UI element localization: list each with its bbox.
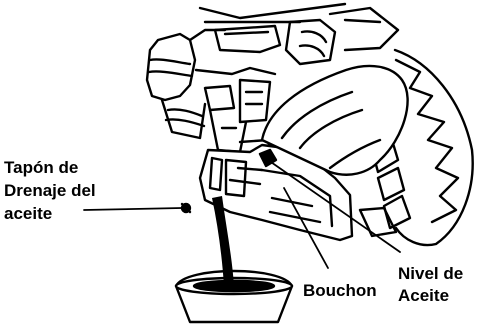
svg-text:aceite: aceite (4, 204, 52, 223)
svg-text:Aceite: Aceite (398, 286, 449, 305)
tire (354, 48, 474, 247)
svg-text:Drenaje del: Drenaje del (4, 181, 96, 200)
oil-stream (212, 196, 234, 286)
drain-plug-bolt (180, 202, 192, 214)
label-drain-plug: Tapón de Drenaje del aceite (4, 158, 96, 223)
oil-basin (174, 269, 294, 324)
leader-lines (83, 159, 401, 269)
label-oil-level: Nivel de Aceite (398, 264, 463, 305)
label-bouchon: Bouchon (303, 281, 377, 300)
fender (260, 64, 409, 176)
engine-body (145, 2, 400, 162)
svg-text:Nivel de: Nivel de (398, 264, 463, 283)
svg-text:Tapón de: Tapón de (4, 158, 78, 177)
crankcase (198, 143, 354, 242)
